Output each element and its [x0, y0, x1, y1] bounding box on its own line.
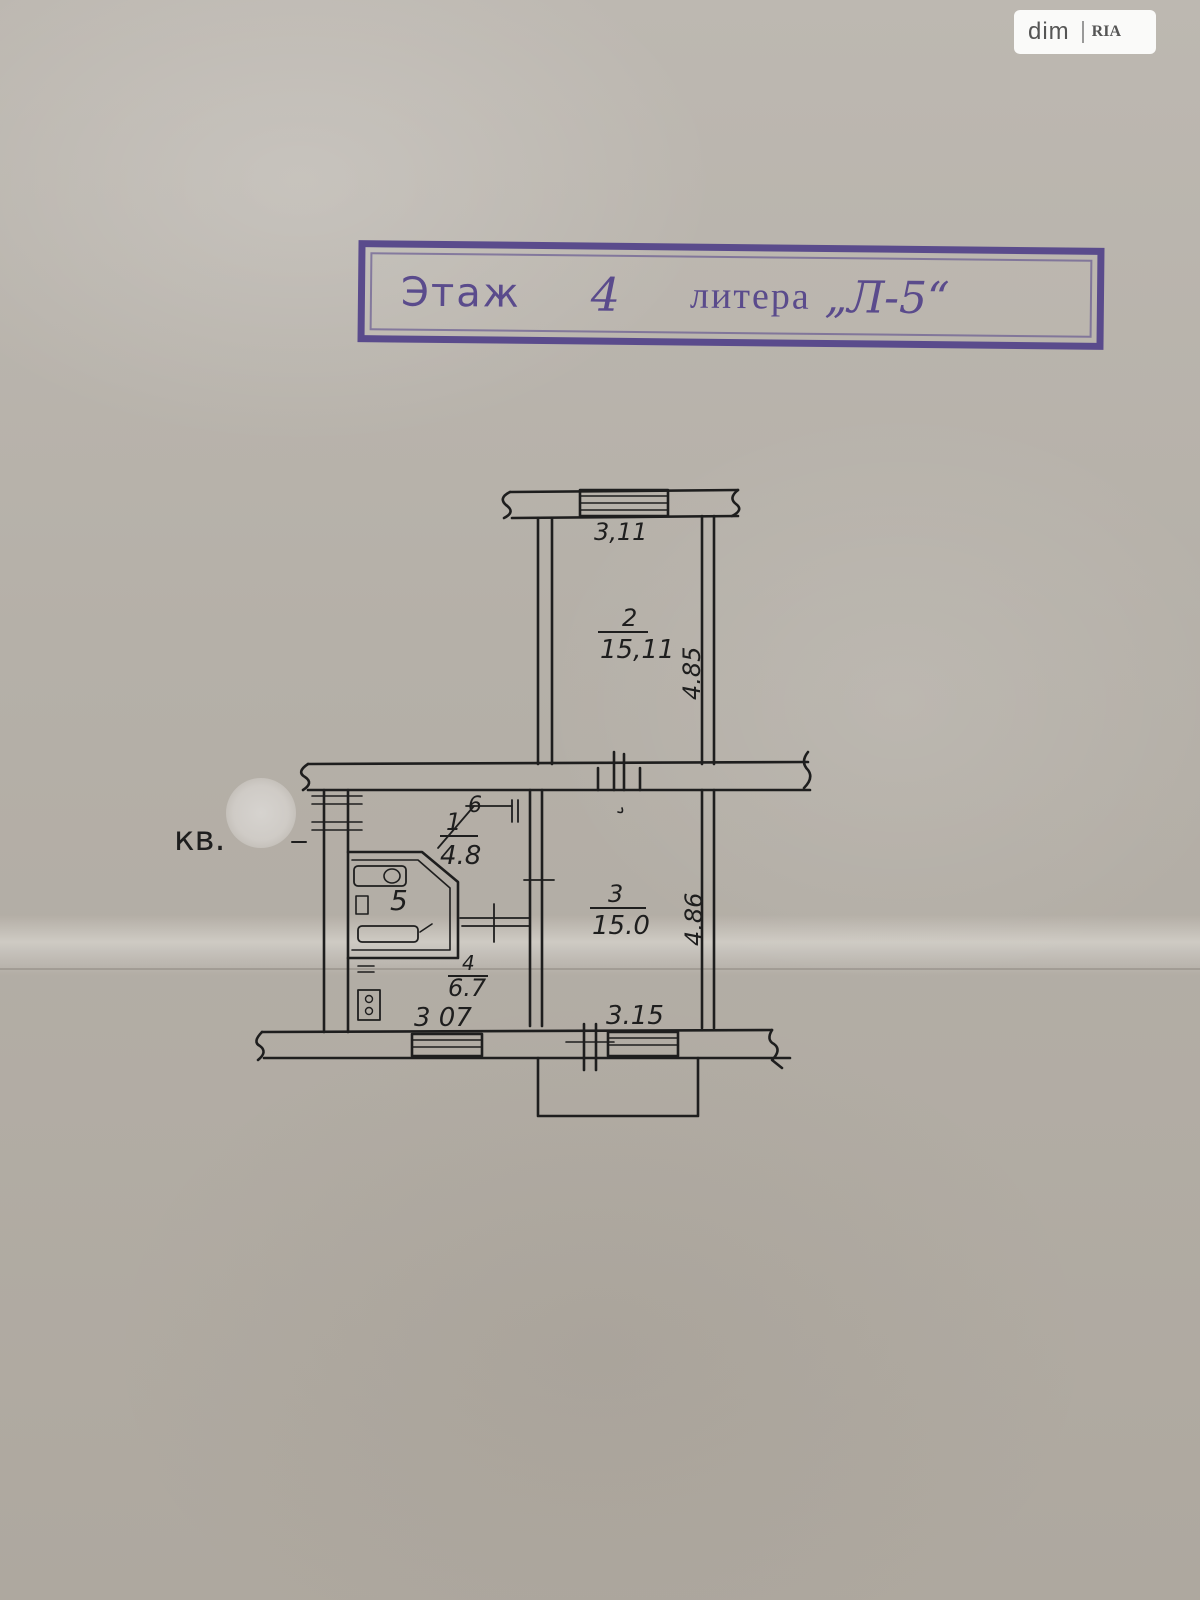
paper-fold-line: [0, 968, 1200, 970]
room6-number: 6: [468, 793, 482, 818]
corridor-walls: [291, 788, 363, 1034]
dim-room2-width: 3,11: [594, 518, 647, 546]
room1-number: 1: [446, 808, 461, 836]
room4-number: 4: [462, 951, 475, 975]
dim-room2-length: 4.85: [678, 647, 706, 700]
dim-room3-width: 3.15: [606, 1001, 664, 1031]
room2-walls: [536, 514, 716, 766]
dim-kitchen-width: 3 07: [414, 1003, 472, 1033]
balcony: [536, 1056, 700, 1118]
room5-number: 5: [390, 884, 408, 917]
redacted-smudge: [226, 778, 296, 848]
kitchen-stove: [357, 965, 381, 1021]
room1-area: 4.8: [440, 841, 481, 871]
room2-number: 2: [622, 604, 637, 632]
watermark-sub-brand: RIA: [1081, 21, 1121, 43]
door-marks: [465, 799, 519, 823]
dim-room3-length: 4.86: [680, 893, 708, 946]
room2-area: 15,11: [600, 635, 674, 665]
watermark-brand: dim: [1028, 18, 1070, 45]
room3-number: 3: [608, 880, 623, 908]
room3-area: 15.0: [592, 911, 650, 941]
room4-area: 6.7: [448, 974, 487, 1002]
paper-fold: [0, 915, 1200, 975]
apartment-label: кв.: [174, 819, 225, 859]
top-wall: [501, 488, 741, 520]
bathroom-block: [346, 805, 531, 960]
middle-wall: [299, 750, 812, 814]
watermark-badge: dim RIA: [1014, 10, 1156, 54]
bottom-wall: [255, 1022, 792, 1072]
room3-walls: [523, 788, 716, 1030]
